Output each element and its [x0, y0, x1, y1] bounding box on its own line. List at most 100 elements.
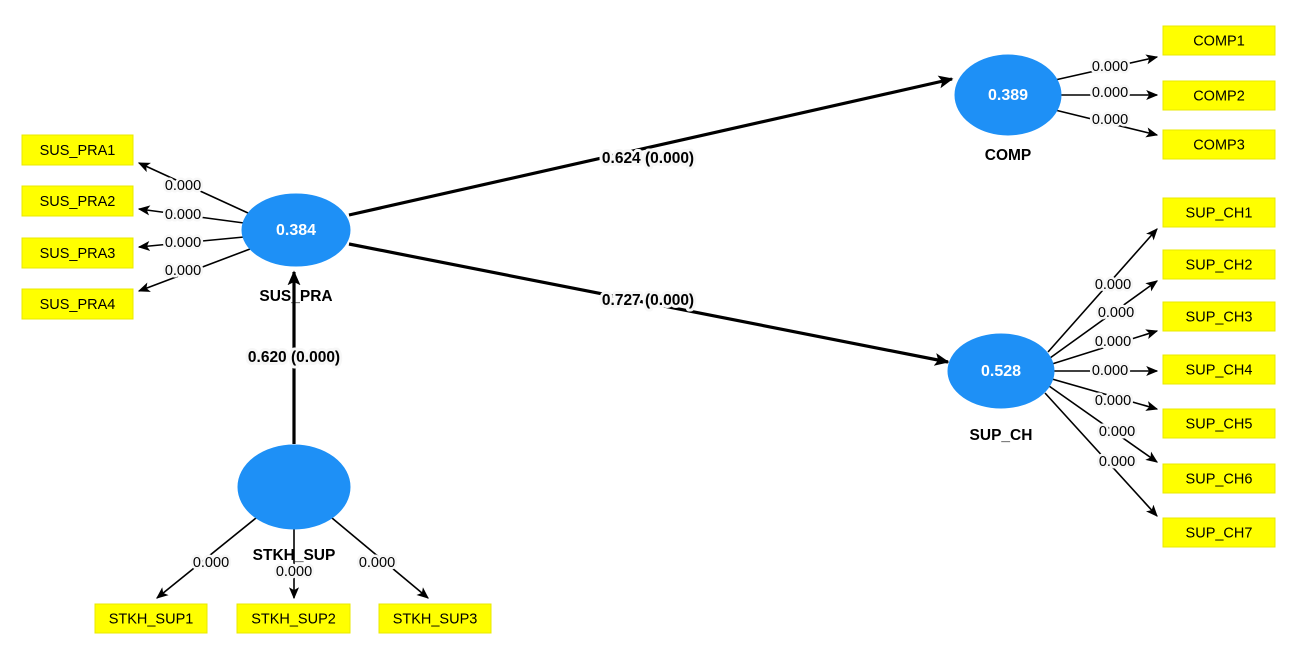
indicator-sup_ch5[interactable]: SUP_CH5: [1162, 408, 1276, 439]
indicator-sup_ch2[interactable]: SUP_CH2: [1162, 249, 1276, 280]
indicator-sus_pra4[interactable]: SUS_PRA4: [21, 288, 134, 320]
indicator-label: SUP_CH2: [1186, 257, 1253, 273]
indicator-rect: [1162, 129, 1276, 160]
loading-path-sup_ch-to-sup_ch6: [1048, 385, 1158, 463]
indicator-comp3[interactable]: COMP3: [1162, 129, 1276, 160]
loading-path-sup_ch-to-sup_ch5: [1051, 378, 1159, 411]
indicator-rect: [21, 237, 134, 269]
indicator-sup_ch3[interactable]: SUP_CH3: [1162, 301, 1276, 332]
loading-path-stkh_sup-to-stkh_sup3: [331, 517, 429, 599]
indicator-sup_ch4[interactable]: SUP_CH4: [1162, 354, 1276, 385]
indicator-rect: [1162, 463, 1276, 494]
indicator-label: SUP_CH7: [1186, 525, 1253, 541]
construct-name-label: COMP: [985, 147, 1032, 164]
loading-path-sup_ch-to-sup_ch1: [1047, 228, 1158, 353]
structural-path-sus_pra-to-sup_ch: [348, 242, 950, 366]
indicator-comp1[interactable]: COMP1: [1162, 25, 1276, 56]
loading-label-sus_pra1: 0.000: [165, 178, 201, 194]
loading-label-sup_ch6: 0.000: [1099, 424, 1135, 440]
indicator-label: SUP_CH4: [1186, 362, 1253, 378]
indicator-label: STKH_SUP1: [109, 611, 194, 627]
indicator-label: SUP_CH6: [1186, 471, 1253, 487]
indicator-rect: [21, 134, 134, 166]
indicator-sus_pra1[interactable]: SUS_PRA1: [21, 134, 134, 166]
indicator-label: SUS_PRA1: [40, 143, 116, 159]
indicator-rect: [236, 603, 351, 634]
loading-label-stkh_sup3: 0.000: [359, 555, 395, 571]
indicator-boxes: SUS_PRA1SUS_PRA2SUS_PRA3SUS_PRA4STKH_SUP…: [21, 25, 1276, 634]
indicator-label: STKH_SUP3: [393, 611, 478, 627]
loading-path-sus_pra-to-sus_pra3: [137, 236, 245, 251]
indicator-rect: [1162, 301, 1276, 332]
indicator-rect: [378, 603, 492, 634]
indicator-label: SUS_PRA2: [40, 194, 116, 210]
indicator-sus_pra3[interactable]: SUS_PRA3: [21, 237, 134, 269]
construct-ellipse: [237, 444, 351, 530]
indicator-label: SUP_CH1: [1186, 205, 1253, 221]
loading-path-sus_pra-to-sus_pra1: [137, 162, 249, 214]
indicator-rect: [1162, 517, 1276, 548]
structural-label-stkh_sup-to-sus_pra: 0.620 (0.000): [248, 349, 340, 366]
indicator-rect: [1162, 354, 1276, 385]
loading-path-sus_pra-to-sus_pra2: [137, 205, 245, 224]
indicator-rect: [1162, 249, 1276, 280]
loading-label-sup_ch5: 0.000: [1095, 393, 1131, 409]
indicator-rect: [94, 603, 208, 634]
indicator-comp2[interactable]: COMP2: [1162, 80, 1276, 111]
indicator-label: STKH_SUP2: [251, 611, 336, 627]
loading-path-sup_ch-to-sup_ch2: [1049, 280, 1158, 359]
indicator-rect: [21, 288, 134, 320]
indicator-rect: [21, 185, 134, 217]
loading-label-sup_ch4: 0.000: [1092, 363, 1128, 379]
indicator-label: SUS_PRA3: [40, 246, 116, 262]
indicator-label: COMP2: [1193, 88, 1245, 104]
construct-stkh_sup[interactable]: STKH_SUP: [237, 444, 351, 564]
construct-r2-value: 0.384: [276, 222, 316, 239]
indicator-stkh_sup3[interactable]: STKH_SUP3: [378, 603, 492, 634]
indicator-sup_ch7[interactable]: SUP_CH7: [1162, 517, 1276, 548]
loading-label-sup_ch7: 0.000: [1099, 454, 1135, 470]
indicator-sus_pra2[interactable]: SUS_PRA2: [21, 185, 134, 217]
loading-path-sus_pra-to-sus_pra4: [137, 248, 251, 292]
indicator-label: SUP_CH3: [1186, 309, 1253, 325]
loading-label-sus_pra2: 0.000: [165, 207, 201, 223]
structural-path-sus_pra-to-comp: [348, 75, 954, 217]
structural-label-sus_pra-to-sup_ch: 0.727 (0.000): [602, 292, 694, 309]
loading-label-sup_ch3: 0.000: [1095, 334, 1131, 350]
construct-name-label: SUP_CH: [970, 427, 1033, 444]
indicator-stkh_sup2[interactable]: STKH_SUP2: [236, 603, 351, 634]
indicator-rect: [1162, 80, 1276, 111]
loading-label-comp1: 0.000: [1092, 59, 1128, 75]
loading-label-sup_ch1: 0.000: [1095, 277, 1131, 293]
indicator-sup_ch6[interactable]: SUP_CH6: [1162, 463, 1276, 494]
measurement-path-labels: 0.000 0.000 0.000 0.000 0.000 0.000 0.000 0.000…: [162, 56, 1137, 582]
construct-name-label: SUS_PRA: [259, 288, 332, 305]
indicator-rect: [1162, 197, 1276, 228]
loading-label-comp3: 0.000: [1092, 112, 1128, 128]
construct-ellipse: [947, 333, 1055, 409]
loading-label-comp2: 0.000: [1092, 85, 1128, 101]
construct-r2-value: 0.528: [981, 363, 1021, 380]
measurement-path-lines: [137, 54, 1159, 600]
indicator-label: COMP1: [1193, 33, 1245, 49]
loading-label-sus_pra4: 0.000: [165, 263, 201, 279]
loading-path-comp-to-comp3: [1054, 109, 1159, 138]
structural-label-sus_pra-to-comp: 0.624 (0.000): [602, 150, 694, 167]
loading-label-sus_pra3: 0.000: [165, 235, 201, 251]
indicator-stkh_sup1[interactable]: STKH_SUP1: [94, 603, 208, 634]
indicator-sup_ch1[interactable]: SUP_CH1: [1162, 197, 1276, 228]
construct-r2-value: 0.389: [988, 87, 1028, 104]
construct-ellipse: [954, 54, 1062, 136]
loading-label-sup_ch2: 0.000: [1098, 305, 1134, 321]
loading-path-comp-to-comp1: [1054, 54, 1159, 81]
structural-path-labels: 0.624 (0.000) 0.727 (0.000) 0.620 (0.000): [245, 147, 697, 369]
loading-label-stkh_sup2: 0.000: [276, 564, 312, 580]
construct-name-label: STKH_SUP: [253, 547, 336, 564]
indicator-rect: [1162, 25, 1276, 56]
